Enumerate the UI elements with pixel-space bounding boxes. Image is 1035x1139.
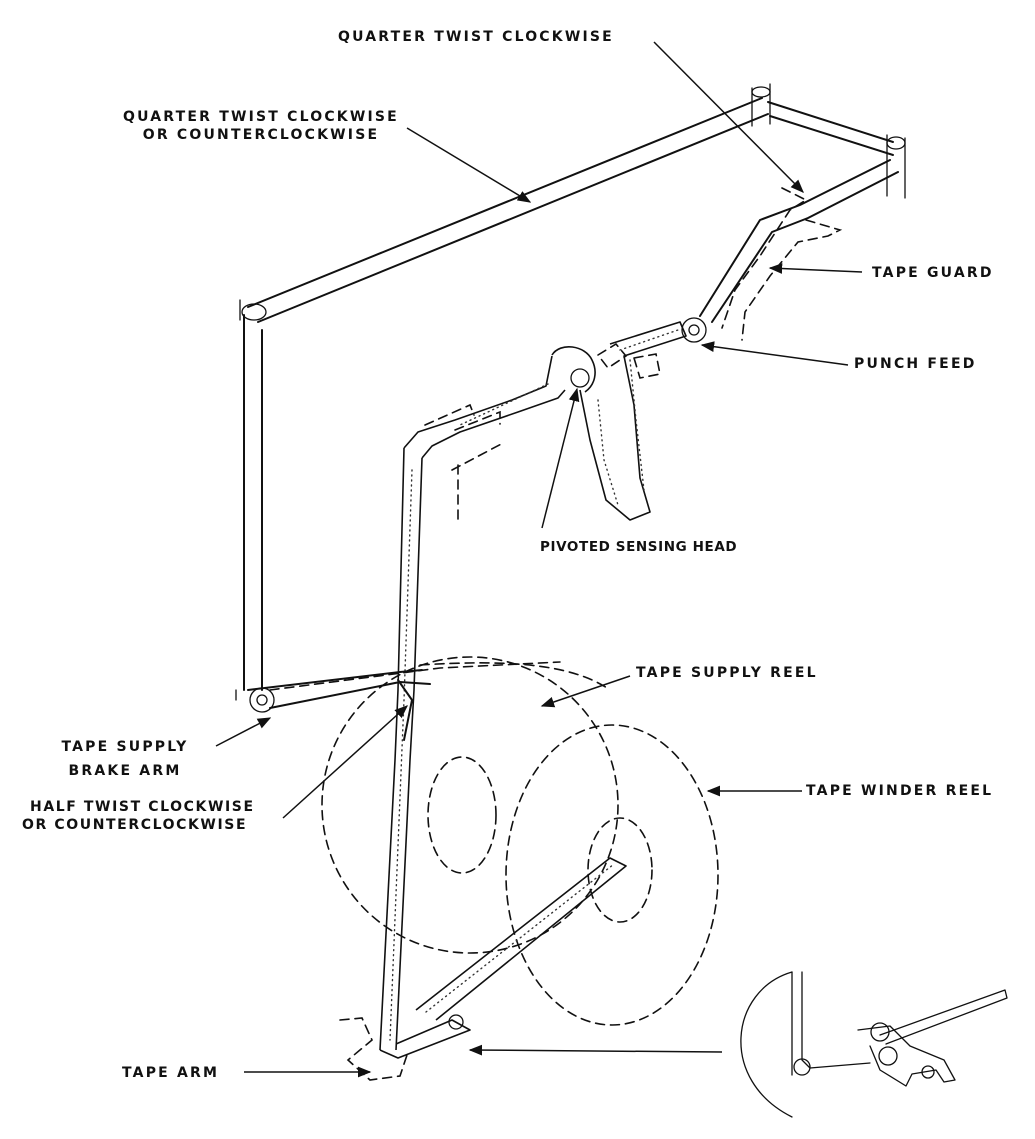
label-tape-arm: TAPE ARM [122,1065,220,1081]
label-line: OR COUNTERCLOCKWISE [142,127,380,143]
tape-path [235,83,906,1081]
label-line: BRAKE ARM [68,763,182,779]
label-punch-feed: PUNCH FEED [854,356,977,372]
leader-quarter-twist-cw [653,41,804,193]
tape-winder-reel-outline [505,724,719,1026]
leader-tape-guard [768,263,863,274]
leader-punch-feed [700,341,849,366]
leader-inset-detail [468,1044,723,1056]
leader-quarter-twist-cw-ccw [406,127,532,203]
leader-tape-supply-reel [540,675,631,708]
label-half-twist: HALF TWIST CLOCKWISE OR COUNTERCLOCKWISE [22,798,255,834]
leader-half-twist [282,705,409,819]
label-line: QUARTER TWIST CLOCKWISE [123,109,399,125]
label-quarter-twist-clockwise: QUARTER TWIST CLOCKWISE [338,29,614,45]
label-line: OR COUNTERCLOCKWISE [22,817,248,833]
leader-lines [215,41,863,1078]
label-pivoted-sensing-head: PIVOTED SENSING HEAD [540,539,738,555]
tape-supply-reel-outline [321,656,619,954]
label-tape-winder-reel: TAPE WINDER REEL [806,783,994,799]
leader-brake-arm [215,717,272,747]
label-line: HALF TWIST CLOCKWISE [30,799,255,815]
leader-sensing-head [541,387,580,529]
label-line: TAPE SUPPLY [61,739,189,755]
inset-detail [740,971,1008,1118]
label-tape-supply-brake-arm: TAPE SUPPLY BRAKE ARM [40,738,210,780]
label-tape-guard: TAPE GUARD [872,265,994,281]
label-quarter-twist-cw-or-ccw: QUARTER TWIST CLOCKWISE OR COUNTERCLOCKW… [106,108,416,144]
label-tape-supply-reel: TAPE SUPPLY REEL [636,665,818,681]
